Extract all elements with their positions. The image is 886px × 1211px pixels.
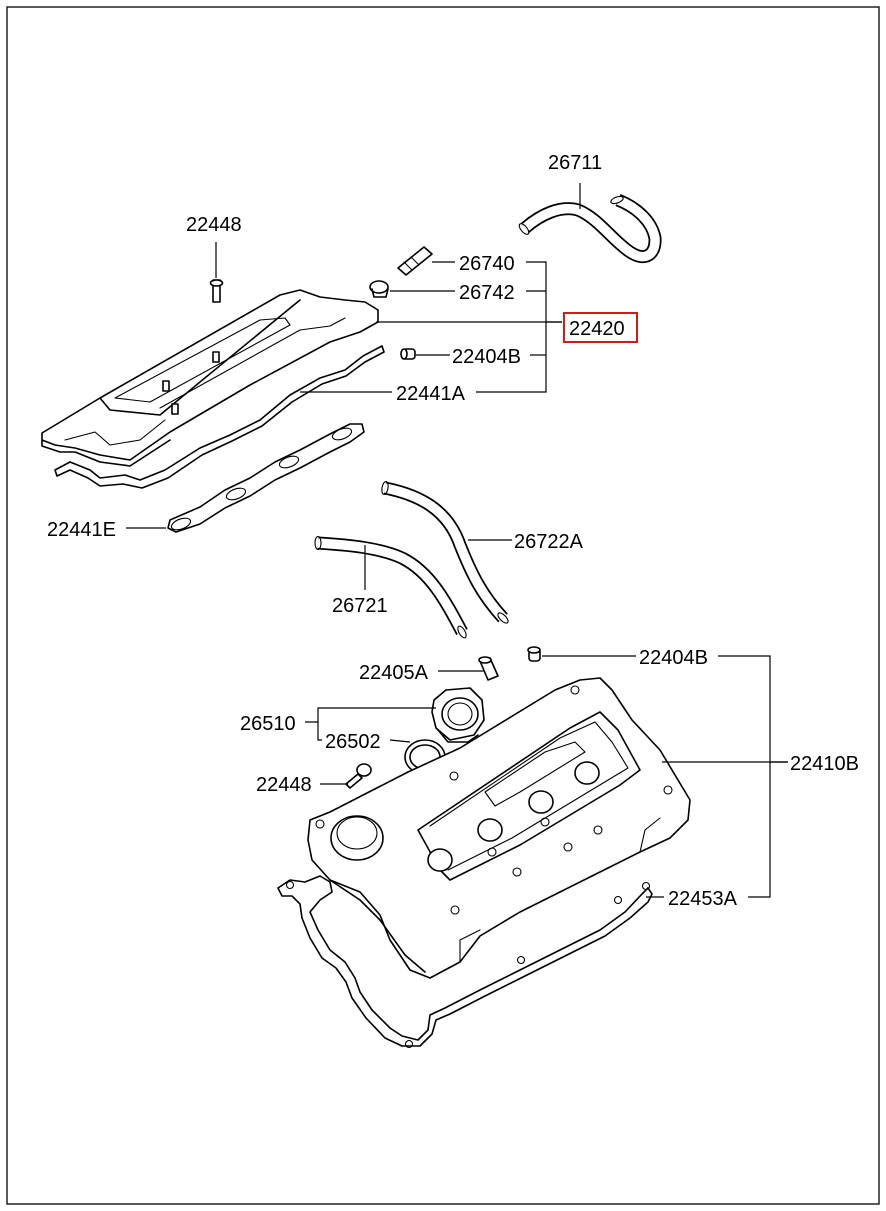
bolt-22448-bottom[interactable]	[345, 763, 372, 789]
oil-cap-26510[interactable]	[431, 687, 485, 743]
plug-gasket-22441e[interactable]	[167, 423, 365, 533]
hose-26722a[interactable]	[381, 481, 510, 625]
label-22405a: 22405A	[359, 662, 429, 684]
nipple-22405a[interactable]	[478, 656, 499, 681]
label-26721: 26721	[332, 595, 388, 617]
label-22448-bottom: 22448	[256, 774, 312, 796]
page-frame	[6, 6, 880, 1205]
label-22404b-bottom: 22404B	[639, 647, 708, 669]
label-22410b: 22410B	[790, 753, 859, 775]
gasket-22453a[interactable]	[277, 875, 653, 1049]
label-22453a: 22453A	[668, 888, 738, 910]
hose-26711[interactable]	[518, 193, 662, 263]
gasket-22441a[interactable]	[54, 345, 385, 489]
hose-26721[interactable]	[314, 535, 468, 640]
label-26502: 26502	[325, 731, 381, 753]
cylinder-head-cover-top[interactable]	[41, 289, 379, 467]
label-22404b-top: 22404B	[452, 346, 521, 368]
grommet-26742[interactable]	[369, 280, 389, 298]
label-26740: 26740	[459, 253, 515, 275]
label-26711: 26711	[548, 152, 602, 174]
nipple-22404b-top[interactable]	[400, 348, 416, 360]
label-22441e: 22441E	[47, 519, 116, 541]
label-22441a: 22441A	[396, 383, 466, 405]
label-22448-top: 22448	[186, 214, 242, 236]
assembly-highlight-box	[563, 312, 638, 343]
assembly-bracket	[476, 261, 562, 393]
nipple-22404b-bottom[interactable]	[527, 646, 541, 662]
pcv-valve-26740[interactable]	[397, 246, 433, 276]
cylinder-head-cover-22410b[interactable]	[307, 677, 691, 979]
label-26722a: 26722A	[514, 531, 584, 553]
label-26742: 26742	[459, 282, 515, 304]
bolt-22448-top[interactable]	[209, 279, 224, 303]
label-22420[interactable]: 22420	[569, 318, 625, 340]
bottom-bracket	[718, 655, 788, 898]
label-26510: 26510	[240, 713, 296, 735]
